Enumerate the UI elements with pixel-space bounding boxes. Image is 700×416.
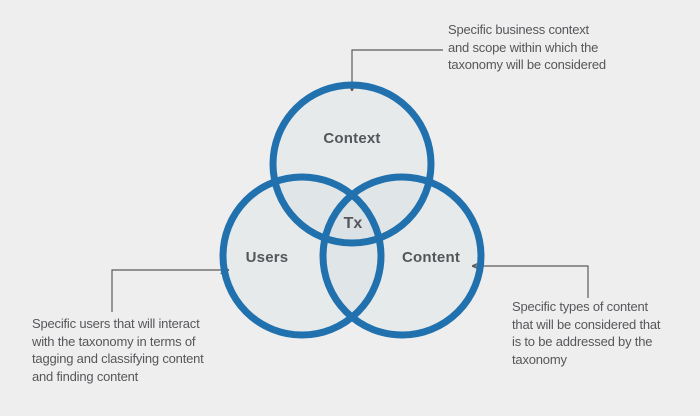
connector-users — [111, 270, 229, 312]
connector-content — [472, 266, 589, 298]
center-intersection-label: Tx — [343, 215, 363, 232]
users-circle-label: Users — [245, 249, 289, 266]
annotation-context: Specific business context and scope with… — [448, 22, 606, 72]
annotation-users: Specific users that will interact with t… — [32, 316, 204, 384]
circle-users — [219, 173, 385, 339]
content-circle-label: Content — [401, 249, 461, 266]
circle-context — [269, 81, 435, 247]
annotation-content: Specific types of content that will be c… — [512, 299, 661, 367]
context-circle-label: Context — [323, 130, 381, 147]
connector-context — [352, 49, 443, 91]
circle-content — [319, 173, 485, 339]
